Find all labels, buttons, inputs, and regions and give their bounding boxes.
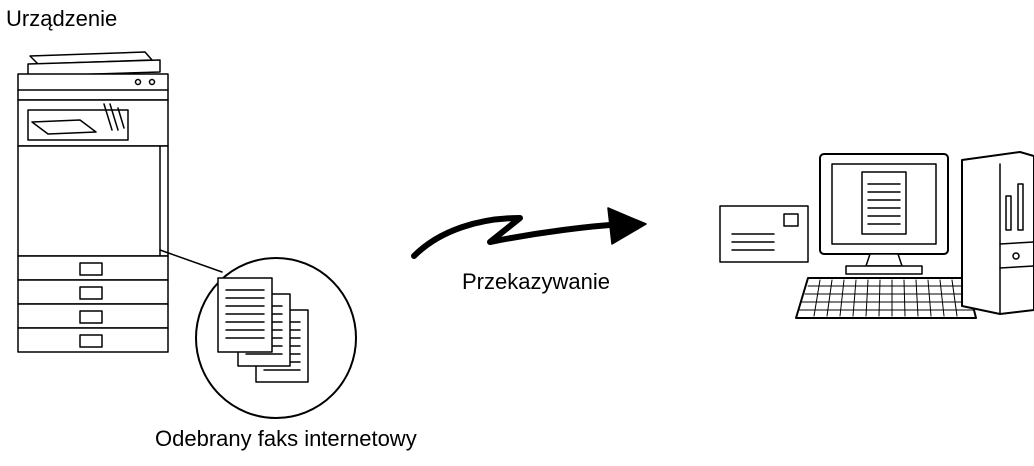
forward-arrow-icon (411, 207, 647, 259)
received-fax-label: Odebrany faks internetowy (155, 426, 417, 451)
email-icon (719, 205, 809, 263)
computer-icon (795, 151, 1034, 319)
forwarding-label: Przekazywanie (462, 269, 610, 294)
device-label: Urządzenie (6, 6, 118, 31)
printer-icon (17, 51, 223, 353)
received-documents-icon (195, 257, 357, 419)
